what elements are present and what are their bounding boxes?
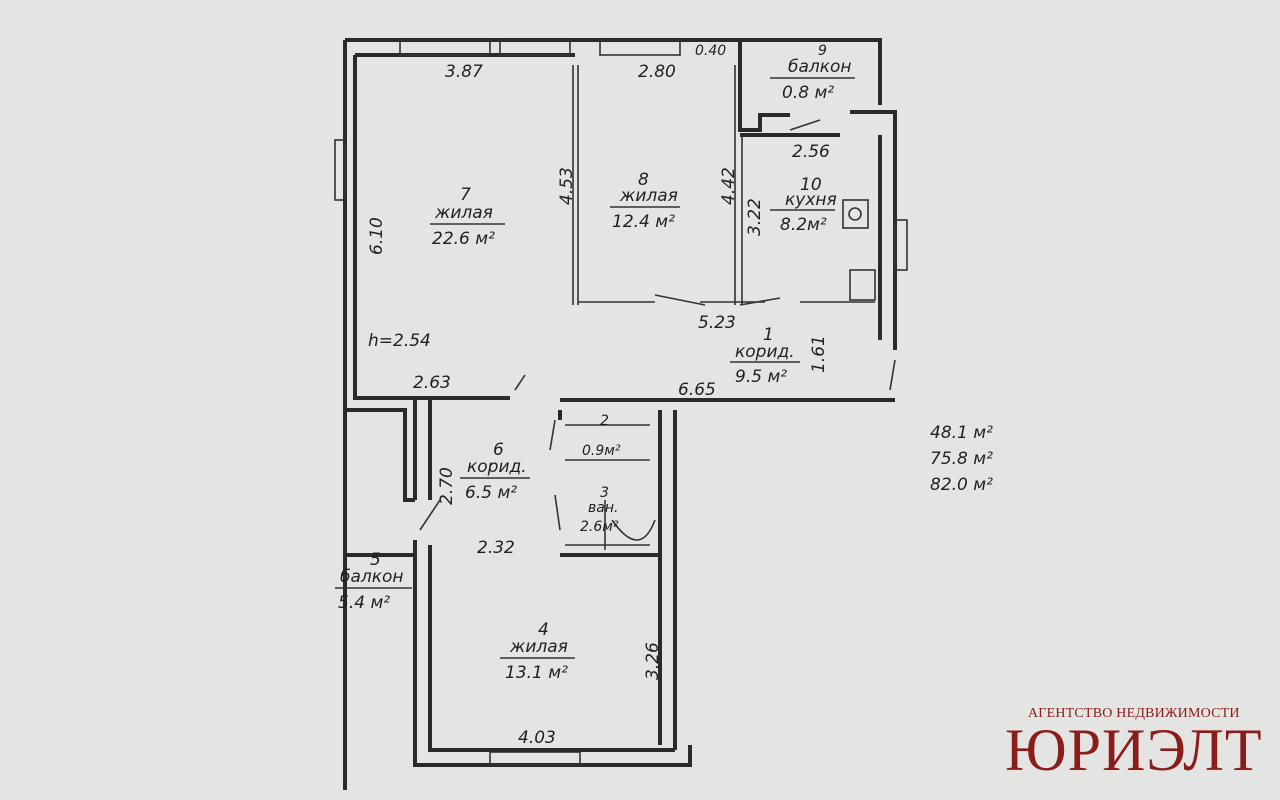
dimension-label: 5.23: [698, 313, 736, 333]
dimension-label: 2.80: [638, 62, 676, 82]
room-number: 7: [460, 185, 471, 205]
room-3: 3 ван. 2.6м²: [580, 485, 619, 535]
room-name: корид.: [467, 457, 527, 477]
room-5: 5 балкон 5.4 м²: [335, 550, 412, 613]
room-area: 0.9м²: [582, 443, 621, 459]
dimension-label: 4.03: [518, 728, 556, 748]
dimension-label: 6.10: [367, 217, 387, 255]
room-area: 13.1 м²: [505, 663, 568, 683]
dimension-label: 6.65: [678, 380, 716, 400]
dimension-label: 3.26: [643, 642, 663, 680]
room-number: 5: [370, 550, 381, 570]
room-area: 0.8 м²: [782, 83, 834, 103]
room-1: 1 корид. 9.5 м²: [730, 325, 800, 387]
room-number: 2: [600, 413, 609, 429]
logo-name: ЮРИЭЛТ: [1005, 717, 1263, 783]
room-name: жилая: [509, 637, 568, 657]
room-area: 9.5 м²: [735, 367, 787, 387]
room-number: 10: [800, 175, 822, 195]
room-9: 9 балкон 0.8 м²: [770, 43, 855, 103]
room-area: 12.4 м²: [612, 212, 675, 232]
room-name: жилая: [619, 186, 678, 206]
room-name: балкон: [788, 57, 852, 77]
ceiling-height-label: h=2.54: [368, 331, 431, 351]
room-number: 9: [818, 43, 827, 59]
dimension-label: 0.40: [695, 43, 726, 59]
area-totals: 48.1 м² 75.8 м² 82.0 м²: [930, 423, 993, 495]
dimension-label: 2.63: [413, 373, 451, 393]
total-area-with-balcony: 82.0 м²: [930, 475, 993, 495]
dimensions: 3.87 2.80 0.40 4.53 6.10 4.42 3.22 2.56 …: [367, 43, 830, 748]
room-number: 3: [600, 485, 609, 501]
room-name: кухня: [785, 190, 837, 210]
dimension-label: 2.32: [477, 538, 515, 558]
dimension-label: 4.42: [719, 167, 739, 205]
room-number: 8: [638, 170, 649, 190]
room-name: жилая: [434, 203, 493, 223]
partitions: [334, 39, 908, 766]
room-name: корид.: [735, 342, 795, 362]
living-area: 48.1 м²: [930, 423, 993, 443]
room-area: 8.2м²: [780, 215, 827, 235]
room-area: 22.6 м²: [432, 229, 495, 249]
room-4: 4 жилая 13.1 м²: [500, 620, 575, 683]
room-name: балкон: [340, 567, 404, 587]
room-area: 6.5 м²: [465, 483, 517, 503]
room-8: 8 жилая 12.4 м²: [610, 170, 680, 232]
room-6: 6 корид. 6.5 м²: [460, 440, 530, 503]
dimension-label: 3.87: [445, 62, 483, 82]
dimension-label: 2.70: [437, 467, 457, 505]
walls: [343, 38, 897, 790]
room-number: 4: [538, 620, 549, 640]
room-area: 2.6м²: [580, 519, 619, 535]
dimension-label: 3.22: [745, 198, 765, 236]
room-2: 2 0.9м²: [582, 413, 621, 459]
room-10: 10 кухня 8.2м²: [770, 175, 837, 235]
logo-tagline: АГЕНТСТВО НЕДВИЖИМОСТИ: [1028, 706, 1240, 721]
dimension-label: 4.53: [557, 167, 577, 205]
room-7: 7 жилая 22.6 м²: [430, 185, 505, 249]
room-number: 6: [493, 440, 504, 460]
total-area: 75.8 м²: [930, 449, 993, 469]
dimension-label: 2.56: [792, 142, 830, 162]
room-name: ван.: [588, 500, 618, 516]
room-number: 1: [763, 325, 774, 345]
room-area: 5.4 м²: [338, 593, 390, 613]
dimension-label: 1.61: [809, 335, 829, 373]
